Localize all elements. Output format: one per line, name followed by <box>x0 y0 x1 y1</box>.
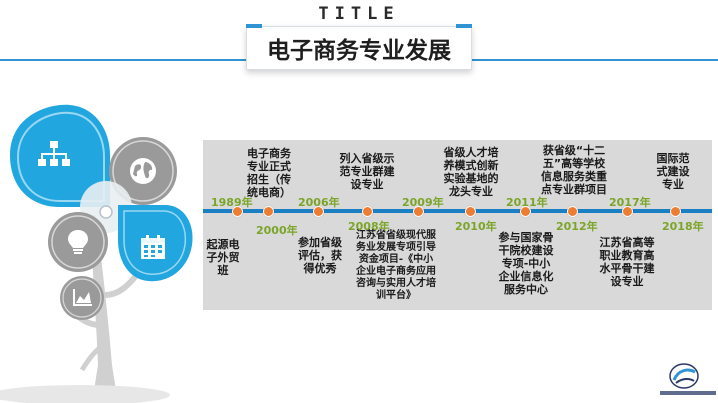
tree-decoration <box>0 95 205 403</box>
header-divider-right <box>470 59 718 61</box>
page-title: 电子商务专业发展 <box>267 38 451 64</box>
year-label: 2009年 <box>402 196 444 209</box>
section-kicker: TITLE <box>318 4 400 24</box>
calendar-icon <box>139 233 167 265</box>
timeline-dot-2012 <box>567 206 578 217</box>
timeline-dot-2017 <box>622 206 633 217</box>
event-2011: 参与国家骨 干院校建设 专项-中小 企业信息化 服务中心 <box>498 231 554 296</box>
timeline-dot-2010 <box>465 206 476 217</box>
event-2017: 江苏省高等 职业教育高 水平骨干建 设专业 <box>599 236 655 288</box>
school-logo <box>668 362 700 394</box>
timeline-dot-2011 <box>520 206 531 217</box>
timeline-dot-1989 <box>232 206 243 217</box>
event-2008: 列入省级示 范专业群建 设专业 <box>339 152 395 191</box>
globe-icon <box>128 156 158 190</box>
lightbulb-icon <box>66 228 90 260</box>
event-2010: 省级人才培 养模式创新 实验基地的 龙头专业 <box>443 146 499 198</box>
timeline-panel <box>203 140 712 310</box>
timeline-line <box>203 209 712 213</box>
year-label: 2018年 <box>662 220 704 233</box>
year-label: 2017年 <box>609 196 651 209</box>
year-label: 2010年 <box>455 220 497 233</box>
year-label: 2008年 <box>348 220 390 233</box>
event-1989: 起源电 子外贸 班 <box>206 238 240 277</box>
event-2009: 江苏省省级现代服 务业发展专项引导 资金项目-《中小 企业电子商务应用 咨询与实… <box>356 230 436 301</box>
event-2000: 电子商务 专业正式 招生（传 统电商） <box>247 147 291 199</box>
year-label: 2011年 <box>506 196 548 209</box>
page-title-box: 电子商务专业发展 <box>246 24 472 70</box>
year-label: 2006年 <box>298 196 340 209</box>
event-2012: 获省级“十二 五”高等学校 信息服务类重 点专业群项目 <box>541 144 607 196</box>
leaf-large <box>10 104 110 207</box>
year-label: 2000年 <box>256 224 298 237</box>
header-divider-left <box>0 59 247 61</box>
timeline-dot-2000 <box>263 206 274 217</box>
year-label: 2012年 <box>556 220 598 233</box>
event-2018: 国际范 式建设 专业 <box>656 152 690 191</box>
event-2006: 参加省级 评估，获 得优秀 <box>298 236 342 275</box>
chart-icon <box>72 287 94 311</box>
timeline-dot-2006 <box>313 206 324 217</box>
hierarchy-icon <box>37 140 71 174</box>
title-accent-left <box>246 24 262 28</box>
school-name-stroke <box>660 391 716 395</box>
timeline-dot-2008 <box>362 206 373 217</box>
title-accent-right <box>456 24 472 28</box>
year-label: 1989年 <box>211 196 253 209</box>
timeline-dot-2009 <box>413 206 424 217</box>
timeline-dot-2018 <box>670 206 681 217</box>
